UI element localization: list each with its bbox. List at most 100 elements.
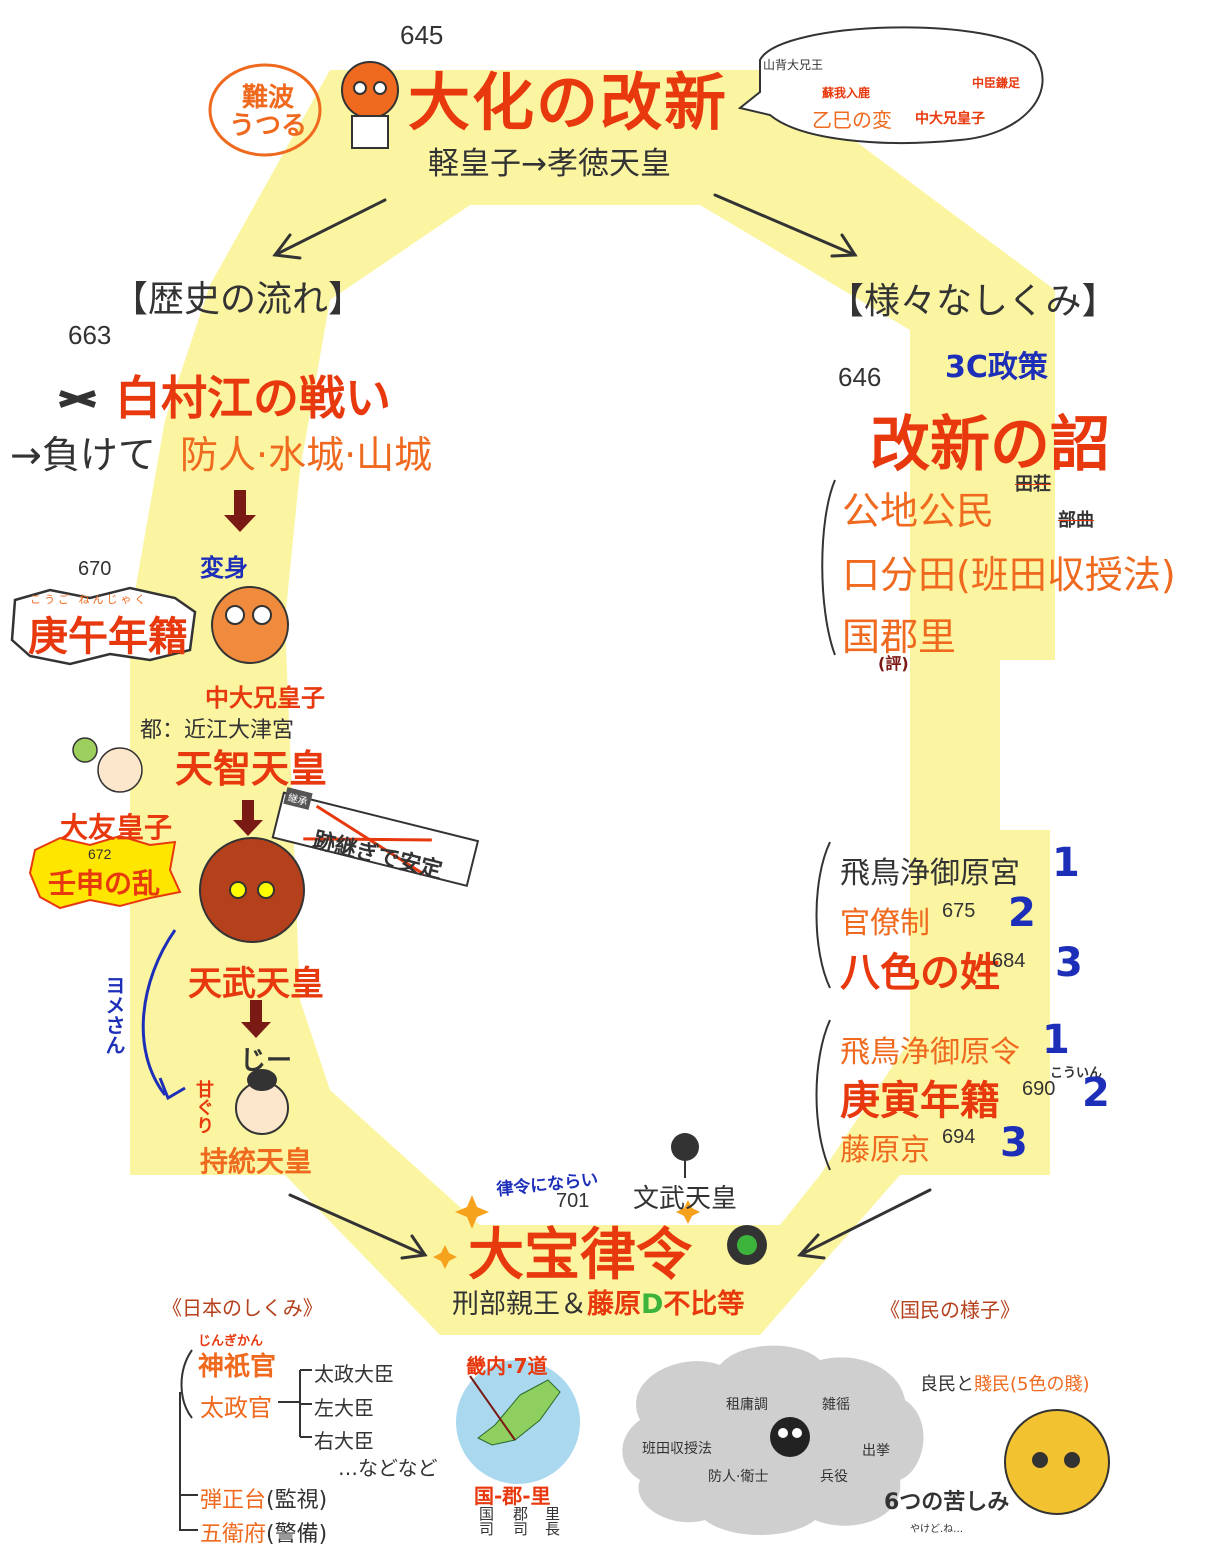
- mark-3b: 3: [1000, 1120, 1028, 1166]
- year-690: 690: [1022, 1078, 1056, 1100]
- year-646: 646: [838, 362, 882, 392]
- jingikan-ruby: じんぎかん: [198, 1334, 264, 1349]
- kuni-gun-ri: 国-郡-里: [474, 1484, 551, 1508]
- mark-2b: 2: [1082, 1070, 1110, 1116]
- taika-subtitle: 軽皇子→孝徳天皇: [428, 146, 671, 182]
- naniwa-note: 難波 うつる: [228, 83, 307, 141]
- down-arrows: [224, 490, 271, 1038]
- yome-note: ヨメさん: [102, 975, 126, 1055]
- character-tenmu: [199, 837, 305, 943]
- goefu-line: 五衛府(警備): [200, 1516, 327, 1548]
- jito-emperor: 持統天皇: [200, 1145, 313, 1178]
- defeat-prefix: →負けて: [10, 433, 156, 477]
- mark-2a: 2: [1008, 890, 1036, 936]
- year-701: 701: [556, 1190, 590, 1212]
- bubble-label-yamashiro: 山背大兄王: [763, 58, 824, 72]
- year-663: 663: [68, 320, 112, 350]
- bubble-label-iruka: 蘇我入鹿: [822, 86, 871, 100]
- battle-icon: [59, 390, 96, 408]
- jinshin-badge: [28, 834, 182, 910]
- system-tree-lines: [179, 1349, 312, 1531]
- kubunden: 口分田(班田収授法): [842, 553, 1176, 597]
- danjodai: 弾正台: [200, 1488, 267, 1513]
- nakanooe-label: 中大兄皇子: [205, 684, 325, 712]
- taiho-code-title: 大宝律令: [468, 1223, 692, 1288]
- author-osakabe: 刑部親王＆: [452, 1289, 587, 1320]
- sakimori-eji: 防人·衛士: [708, 1469, 769, 1485]
- people-header: 《国民の様子》: [880, 1298, 1020, 1322]
- hakusukinoe-title: 白村江の戦い: [115, 371, 391, 425]
- speech-bubble: [737, 26, 1044, 144]
- goefu-note: (警備): [266, 1522, 328, 1547]
- year-670: 670: [78, 558, 112, 580]
- six-hardships-note: やけど.ね…: [910, 1524, 964, 1535]
- tenmu-emperor: 天武天皇: [188, 964, 324, 1004]
- year-645: 645: [400, 20, 444, 50]
- defense-items: 防人·水城·山城: [180, 433, 433, 477]
- jii-note: じー: [240, 1046, 293, 1076]
- kaishin-edict: 改新の詔: [870, 410, 1110, 480]
- emperor-icon: [671, 1133, 699, 1161]
- flow-arrows: [272, 193, 932, 1260]
- asuka-kiyomihara-palace: 飛鳥浄御原宮: [840, 856, 1020, 891]
- three-c-policy: 3C政策: [945, 350, 1048, 385]
- daijo-daijin: 太政大臣: [314, 1362, 394, 1386]
- author-fujiwara: 藤原: [587, 1289, 641, 1320]
- amaguri-note: 甘ぐり: [193, 1080, 214, 1134]
- kochi-komin: 公地公民: [842, 489, 995, 533]
- author-d: D: [641, 1289, 664, 1320]
- bureaucracy: 官僚制: [840, 906, 930, 941]
- character-top: [341, 61, 399, 149]
- goshiki-no-sen: (5色の賤): [1010, 1374, 1090, 1395]
- koin-ruby: こうご ねんじゃく: [30, 593, 149, 606]
- japan-system-header: 《日本のしくみ》: [162, 1296, 323, 1320]
- richo: 里長: [543, 1506, 561, 1536]
- kouin-ruby: こういん: [1050, 1066, 1103, 1081]
- soyocho: 租庸調: [726, 1397, 768, 1413]
- kokugunri: 国郡里: [842, 615, 957, 659]
- skull-icon: [770, 1417, 810, 1457]
- koin-badge: [10, 586, 197, 666]
- handen-shuju: 班田収授法: [642, 1441, 712, 1457]
- otomo-label: 大友皇子: [60, 811, 173, 844]
- yakusa-no-kabane: 八色の姓: [840, 950, 1000, 996]
- year-694: 694: [942, 1126, 976, 1148]
- jinshin-war: 壬申の乱: [48, 867, 161, 900]
- henshin-note: 変身: [200, 554, 248, 582]
- senmin: 賤民: [974, 1374, 1010, 1395]
- blue-curve-arrow: [141, 929, 177, 1096]
- ryomin: 良民と: [920, 1374, 974, 1395]
- goefu: 五衛府: [200, 1522, 267, 1547]
- taika-title: 大化の改新: [408, 66, 729, 139]
- character-bee: [1004, 1409, 1110, 1515]
- character-otomo: [72, 737, 143, 793]
- year-672: 672: [88, 846, 112, 862]
- daijokan: 太政官: [200, 1394, 272, 1422]
- kakibe-note: 部曲: [1058, 510, 1094, 531]
- suiko: 出挙: [862, 1443, 890, 1459]
- fujiwara-capital: 藤原京: [840, 1133, 930, 1168]
- character-nakano: [211, 586, 289, 664]
- asuka-kiyomihara-code: 飛鳥浄御原令: [840, 1035, 1020, 1070]
- systems-header: 【様々なしくみ】: [828, 281, 1118, 322]
- authors-line: 刑部親王＆藤原D不比等: [452, 1282, 744, 1321]
- mark-1a: 1: [1052, 840, 1080, 886]
- mark-1b: 1: [1042, 1017, 1070, 1063]
- mark-3a: 3: [1055, 940, 1083, 986]
- year-684: 684: [992, 950, 1026, 972]
- heieki: 兵役: [820, 1469, 848, 1485]
- kinai-shichido: 畿内·7道: [466, 1354, 548, 1378]
- monmu-emperor: 文武天皇: [633, 1184, 738, 1214]
- etc-note: …などなど: [338, 1456, 438, 1480]
- bubble-label-isshi: 乙巳の変: [812, 108, 892, 132]
- danjodai-line: 弾正台(監視): [200, 1482, 327, 1514]
- danjodai-note: (監視): [266, 1488, 328, 1513]
- history-header: 【歴史の流れ】: [112, 279, 365, 320]
- right-brackets: [815, 479, 836, 1171]
- naniwa-circle: [208, 63, 322, 157]
- ryomin-line: 良民と賤民(5色の賤): [920, 1370, 1090, 1396]
- succession-box: [271, 791, 480, 887]
- koin-nenjaku-690: 庚寅年籍: [840, 1078, 1000, 1124]
- tenji-emperor: 天智天皇: [175, 747, 328, 791]
